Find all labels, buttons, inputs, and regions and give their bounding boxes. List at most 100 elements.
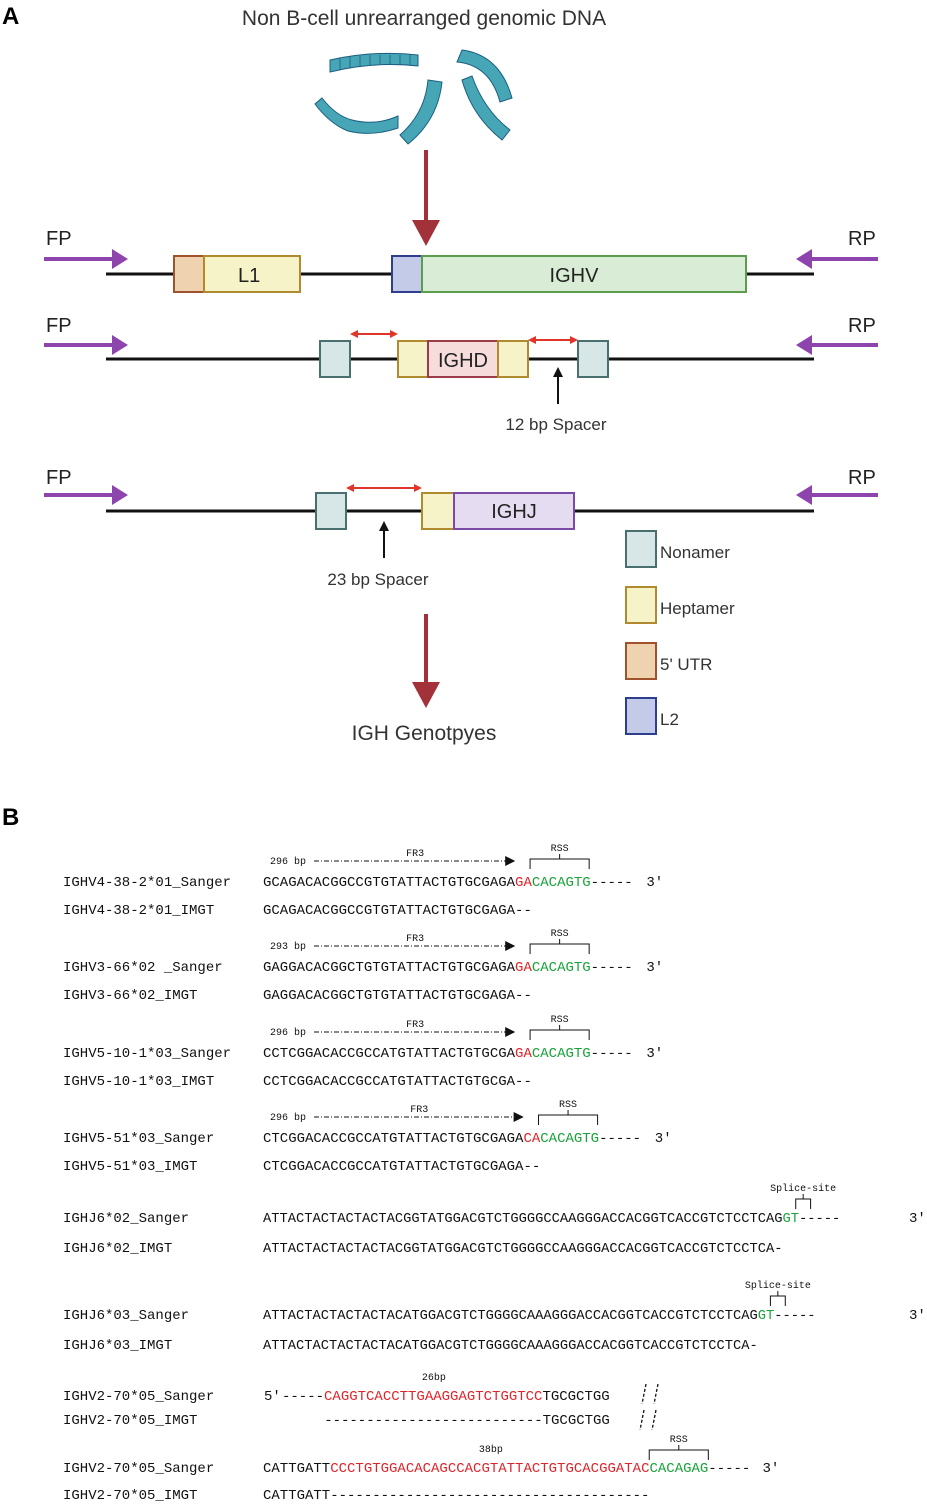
bracket-line (529, 1025, 590, 1040)
fr3-label: FR3 (406, 849, 424, 860)
ighd-label: IGHD (438, 350, 488, 372)
splice-site-bracket: Splice-site (770, 1183, 836, 1209)
sanger-name: IGHJ6*02_Sanger (63, 1211, 189, 1227)
rss-bracket: RSS (648, 1435, 709, 1460)
rp-arrow-3 (796, 485, 812, 505)
bp26-label: 26bp (422, 1372, 446, 1384)
sequence-segment: GAGGACACGGCTGTGTATTACTGTGCGAGA (263, 960, 516, 976)
down-arrow-bottom-head (412, 682, 440, 708)
sequence-segment: ----- (774, 1308, 815, 1324)
nonamer-box-j (315, 492, 347, 530)
splice-site-bracket: Splice-site (745, 1280, 811, 1306)
fr3-label: FR3 (406, 934, 424, 945)
ighd-locus: FP RP IGHD 12 bp Spacer (44, 315, 878, 434)
three-prime-label: 3′ (655, 1131, 672, 1147)
sequence-segment: CACAGTG (532, 960, 591, 976)
rss-bracket: RSS (529, 844, 590, 869)
sequence-segment: GT (758, 1308, 775, 1324)
panel-a-label: A (2, 3, 19, 30)
sequence-segment: GAGGACACGGCTGTGTATTACTGTGCGAGA-- (263, 988, 532, 1004)
output-label: IGH Genotpyes (352, 722, 497, 745)
sequence-segment: ----- (599, 1131, 641, 1147)
sanger-sequence: CATTGATTCCCTGTGGACACAGCCACGTATTACTGTGCAC… (263, 1461, 750, 1477)
five-prime-label: 5′ (264, 1389, 281, 1405)
nonamer-box-d1 (319, 340, 351, 378)
three-prime-label: 3′ (646, 875, 663, 891)
sequence-segment: ATTACTACTACTACTACATGGACGTCTGGGGCAAAGGGAC… (263, 1338, 758, 1354)
sequence-segment: CAGGTCACCTTGAAGGAGTCTGGTCC (324, 1389, 542, 1405)
legend-swatch (625, 586, 657, 624)
fp-label-3: FP (46, 467, 72, 489)
ighj-label: IGHJ (491, 501, 537, 523)
bracket-line (538, 1110, 599, 1125)
imgt-name: IGHV5-51*03_IMGT (63, 1159, 197, 1175)
bracket-label: RSS (670, 1435, 688, 1446)
sequence-segment: GA (515, 1046, 532, 1062)
sequence-segment: GT (782, 1211, 799, 1227)
sequence-segment: ATTACTACTACTACTACATGGACGTCTGGGGCAAAGGGAC… (263, 1308, 758, 1324)
sequence-segment: TGCGCTGG (542, 1389, 609, 1405)
imgt-sequence: GCAGACACGGCCGTGTATTACTGTGCGAGA-- (263, 903, 532, 919)
heptamer-box-d1 (397, 340, 429, 378)
sequence-segment: CA (523, 1131, 540, 1147)
sanger-name: IGHV3-66*02 _Sanger (63, 960, 223, 976)
length-label: 296 bp (270, 856, 306, 868)
ighj-box (453, 492, 575, 530)
sequence-segment: ----- (591, 1046, 633, 1062)
bracket-line (648, 1445, 709, 1460)
sequence-segment: CACAGAG (649, 1461, 708, 1477)
sequence-segment: CATTGATT--------------------------------… (263, 1488, 649, 1504)
bracket-line (769, 1291, 786, 1306)
three-prime-label: 3′ (909, 1211, 926, 1227)
imgt-sequence: GAGGACACGGCTGTGTATTACTGTGCGAGA-- (263, 988, 532, 1004)
fp-arrow-2 (112, 335, 128, 355)
sanger-sequence: GAGGACACGGCTGTGTATTACTGTGCGAGAGACACAGTG-… (263, 960, 633, 976)
rp-label-3: RP (848, 467, 876, 489)
l1-box (203, 255, 301, 293)
rss-bracket: RSS (529, 929, 590, 954)
rss-bracket: RSS (529, 1015, 590, 1040)
sequence-segment: GA (515, 875, 532, 891)
imgt-sequence: CCTCGGACACCGCCATGTATTACTGTGCGA-- (263, 1074, 532, 1090)
sequence-segment: CTCGGACACCGCCATGTATTACTGTGCGAGA (263, 1131, 524, 1147)
down-arrow-top-head (412, 220, 440, 246)
spacer-23-label: 23 bp Spacer (327, 570, 428, 589)
imgt-sequence: CATTGATT--------------------------------… (263, 1488, 649, 1504)
bracket-label: RSS (559, 1100, 577, 1111)
legend-label: L2 (660, 710, 679, 729)
nonamer-box-d2 (577, 340, 609, 378)
rp-arrow-1 (796, 249, 812, 269)
utr-box (173, 255, 205, 293)
imgt-name: IGHV2-70*05_IMGT (63, 1488, 197, 1504)
sequence-segment: ----- (591, 875, 633, 891)
legend-swatch (625, 697, 657, 735)
rp-label-2: RP (848, 315, 876, 337)
bracket-line (529, 854, 590, 869)
bracket-label: RSS (551, 929, 569, 940)
bracket-label: RSS (551, 844, 569, 855)
legend-swatch (625, 530, 657, 568)
imgt-sequence: CTCGGACACCGCCATGTATTACTGTGCGAGA-- (263, 1159, 540, 1175)
length-label: 296 bp (270, 1112, 306, 1124)
legend-label: Heptamer (660, 599, 735, 618)
rp-arrow-2 (796, 335, 812, 355)
imgt-name: IGHV3-66*02_IMGT (63, 988, 197, 1004)
sequence-segment: ----- (591, 960, 633, 976)
sequence-segment: GA (515, 960, 532, 976)
l2-box (391, 255, 423, 293)
imgt-name: IGHV2-70*05_IMGT (63, 1413, 197, 1429)
sanger-sequence: -----CAGGTCACCTTGAAGGAGTCTGGTCCTGCGCTGG (282, 1389, 610, 1405)
sequence-segment: CCCTGTGGACACAGCCACGTATTACTGTGCACGGATAC (330, 1461, 649, 1477)
sanger-sequence: CCTCGGACACCGCCATGTATTACTGTGCGAGACACAGTG-… (263, 1046, 633, 1062)
l1-label: L1 (238, 265, 260, 287)
ighj-locus: FP RP IGHJ 23 bp Spacer (44, 467, 878, 589)
ighv-label: IGHV (550, 265, 600, 287)
fp-label-1: FP (46, 228, 72, 250)
sequence-segment: CATTGATT (263, 1461, 330, 1477)
spacer-12-label: 12 bp Spacer (505, 415, 606, 434)
three-prime-label: 3′ (763, 1461, 780, 1477)
sequence-segment: ----- (282, 1389, 324, 1405)
